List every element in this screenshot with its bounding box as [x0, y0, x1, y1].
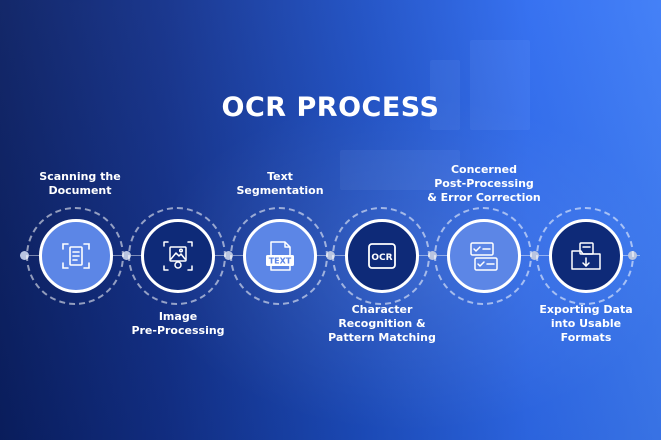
step-4-label-line: Character: [351, 303, 413, 316]
step-1-label-line: Scanning the: [39, 170, 121, 183]
step-6-dashed-ring: [536, 207, 634, 305]
step-3-circle: TEXT: [243, 219, 317, 293]
step-4-dashed-ring: [332, 207, 430, 305]
text-file-icon-label: TEXT: [269, 257, 292, 266]
background-decoration: [430, 60, 460, 130]
timeline-dot: [326, 251, 335, 260]
timeline-dot: [20, 251, 29, 260]
ocr-icon-label: OCR: [371, 253, 392, 263]
step-5-dashed-ring: [434, 207, 532, 305]
checklist-icon: [470, 242, 498, 271]
page-title: OCR PROCESS: [221, 92, 440, 123]
text-file-icon: TEXT: [266, 241, 294, 271]
step-6-label-line: into Usable: [550, 317, 622, 330]
step-2-circle: [141, 219, 215, 293]
step-1-label-line: Document: [48, 184, 112, 197]
timeline-dot: [122, 251, 131, 260]
ocr-icon: OCR: [368, 243, 396, 269]
step-1-label: Scanning the Document: [10, 170, 150, 198]
step-4-label: Character Recognition & Pattern Matching: [312, 303, 452, 345]
step-6-label: Exporting Data into Usable Formats: [516, 303, 656, 345]
step-5-label-line: & Error Correction: [427, 191, 541, 204]
step-3-label-line: Text: [267, 170, 293, 183]
step-3-label: Text Segmentation: [210, 170, 350, 198]
background-decoration: [340, 150, 460, 190]
timeline-dot: [530, 251, 539, 260]
step-4-label-line: Pattern Matching: [328, 331, 436, 344]
step-4-label-line: Recognition &: [338, 317, 426, 330]
step-5-label-line: Post-Processing: [434, 177, 534, 190]
step-2-label-line: Image: [158, 310, 198, 323]
step-5-label-line: Concerned: [450, 163, 518, 176]
step-3-label-line: Segmentation: [236, 184, 324, 197]
step-6-label-line: Formats: [560, 331, 612, 344]
step-6-label-line: Exporting Data: [539, 303, 633, 316]
step-2-label-line: Pre-Processing: [131, 324, 225, 337]
step-3-dashed-ring: [230, 207, 328, 305]
step-2-dashed-ring: [128, 207, 226, 305]
document-scan-icon: [62, 243, 90, 269]
step-5-circle: [447, 219, 521, 293]
step-2-label: Image Pre-Processing: [108, 310, 248, 338]
image-settings-icon: [163, 241, 193, 271]
step-1-dashed-ring: [26, 207, 124, 305]
step-1-circle: [39, 219, 113, 293]
step-4-circle: OCR: [345, 219, 419, 293]
background-decoration: [470, 40, 530, 130]
folder-export-icon: [571, 242, 601, 270]
step-5-label: Concerned Post-Processing & Error Correc…: [414, 163, 554, 205]
timeline-dot: [428, 251, 437, 260]
step-6-circle: [549, 219, 623, 293]
timeline-dot: [224, 251, 233, 260]
